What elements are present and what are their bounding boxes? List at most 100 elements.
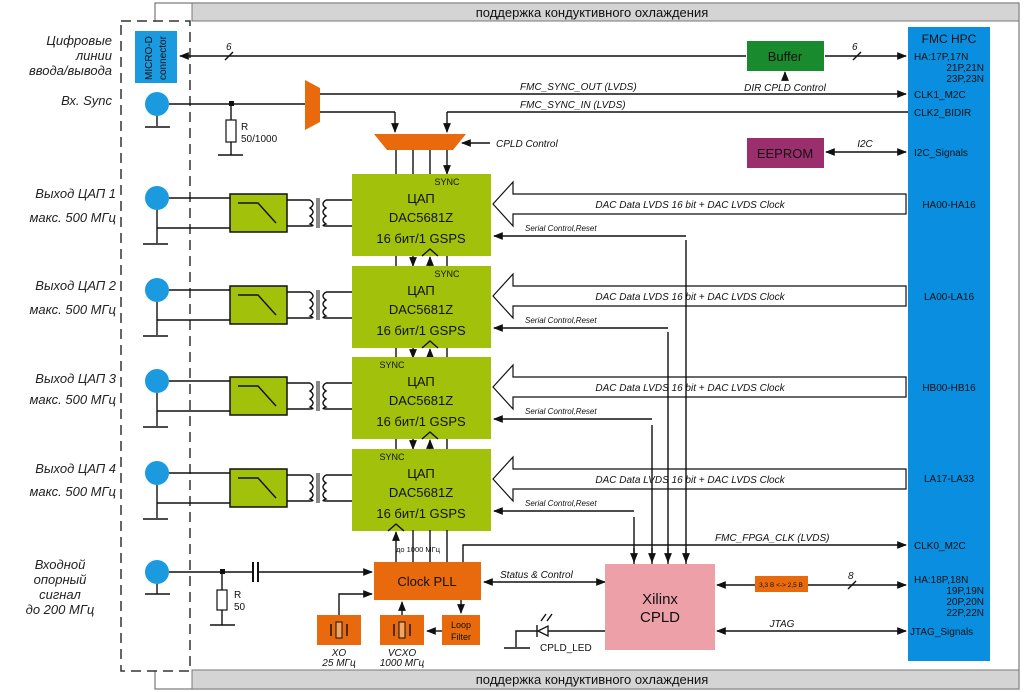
dac-part: DAC5681Z bbox=[389, 302, 453, 317]
jtag-label: JTAG bbox=[769, 619, 795, 630]
dac-data-label: DAC Data LVDS 16 bit + DAC LVDS Clock bbox=[595, 200, 785, 211]
svg-text:3,3 В <-> 2,5 В: 3,3 В <-> 2,5 В bbox=[759, 582, 803, 589]
svg-text:50/1000: 50/1000 bbox=[241, 134, 278, 145]
fmc-hpc-connector: FMC HPC HA:17P,17N 21P,21N 23P,23N CLK1_… bbox=[908, 27, 990, 661]
eeprom-block: EEPROM bbox=[747, 138, 824, 168]
svg-text:ввода/вывода: ввода/вывода bbox=[29, 63, 112, 78]
io-bus-width: 6 bbox=[226, 42, 232, 53]
dac-data-label: DAC Data LVDS 16 bit + DAC LVDS Clock bbox=[595, 475, 785, 486]
buffer-bus-width: 6 bbox=[852, 42, 858, 53]
svg-text:Цифровые: Цифровые bbox=[46, 33, 112, 48]
cooling-bar-bottom-text: поддержка кондуктивного охлаждения bbox=[476, 672, 709, 687]
sync-in-label: FMC_SYNC_IN (LVDS) bbox=[520, 100, 626, 111]
svg-text:JTAG_Signals: JTAG_Signals bbox=[910, 627, 973, 638]
svg-text:опорный: опорный bbox=[34, 572, 87, 587]
dac-spec: 16 бит/1 GSPS bbox=[376, 414, 466, 429]
svg-text:LA00-LA16: LA00-LA16 bbox=[924, 292, 974, 303]
mux-outputs bbox=[395, 150, 451, 175]
clock-input-icon bbox=[421, 248, 439, 257]
dac-sync-label: SYNC bbox=[434, 177, 460, 187]
dac-output-connector bbox=[143, 369, 169, 428]
junction bbox=[229, 101, 234, 106]
dac-title: ЦАП bbox=[407, 283, 435, 298]
svg-text:R: R bbox=[241, 122, 248, 133]
dac-data-bus-arrow: DAC Data LVDS 16 bit + DAC LVDS Clock bbox=[492, 272, 907, 320]
dac-output-labels: Выход ЦАП 1 макс. 500 МГц Выход ЦАП 2 ма… bbox=[30, 186, 117, 499]
dac-title: ЦАП bbox=[407, 466, 435, 481]
cpld-led: CPLD_LED bbox=[504, 613, 605, 654]
fpga-clk-line bbox=[462, 541, 907, 562]
dac-spec: 16 бит/1 GSPS bbox=[376, 506, 466, 521]
dac-sync-label: SYNC bbox=[379, 452, 405, 462]
sync-out-label: FMC_SYNC_OUT (LVDS) bbox=[520, 82, 637, 93]
dac-data-label: DAC Data LVDS 16 bit + DAC LVDS Clock bbox=[595, 383, 785, 394]
i2c-label: I2C bbox=[857, 139, 873, 150]
dac-data-label: DAC Data LVDS 16 bit + DAC LVDS Clock bbox=[595, 292, 785, 303]
svg-text:сигнал: сигнал bbox=[39, 587, 81, 602]
svg-text:CLK0_M2C: CLK0_M2C bbox=[914, 541, 966, 552]
xo-name: XO bbox=[331, 648, 347, 659]
svg-text:I2C_Signals: I2C_Signals bbox=[914, 148, 968, 159]
cooling-bar-top: поддержка кондуктивного охлаждения bbox=[191, 2, 1020, 22]
serial-control-label: Serial Control,Reset bbox=[525, 499, 597, 508]
svg-text:макс. 500 МГц: макс. 500 МГц bbox=[30, 302, 117, 317]
svg-text:Filter: Filter bbox=[451, 632, 471, 642]
dac-data-bus-arrow: DAC Data LVDS 16 bit + DAC LVDS Clock bbox=[492, 363, 907, 411]
serial-arrows-into-cpld bbox=[630, 548, 690, 563]
cpld-bus-width: 8 bbox=[848, 571, 854, 582]
xo-freq: 25 МГц bbox=[321, 658, 356, 669]
svg-text:макс. 500 МГц: макс. 500 МГц bbox=[30, 392, 117, 407]
dac-sync-label: SYNC bbox=[379, 360, 405, 370]
eeprom-label: EEPROM bbox=[757, 146, 813, 161]
svg-text:R: R bbox=[234, 590, 241, 601]
svg-text:до 200 МГц: до 200 МГц bbox=[26, 602, 95, 617]
sync-connector bbox=[145, 92, 170, 128]
svg-text:HA:17P,17N: HA:17P,17N bbox=[914, 52, 968, 63]
sync-splitter bbox=[305, 80, 320, 130]
clock-input-icon bbox=[421, 431, 439, 440]
junction bbox=[220, 569, 225, 574]
cpld-led-label: CPLD_LED bbox=[540, 643, 592, 654]
svg-text:HB00-HB16: HB00-HB16 bbox=[922, 383, 976, 394]
level-shifter: 3,3 В <-> 2,5 В bbox=[755, 576, 808, 592]
cpld-line2: CPLD bbox=[640, 609, 680, 626]
digital-io-label: Цифровые линии ввода/вывода bbox=[29, 33, 112, 78]
svg-text:22P,22N: 22P,22N bbox=[946, 608, 984, 619]
svg-text:макс. 500 МГц: макс. 500 МГц bbox=[30, 484, 117, 499]
fpga-clk-label: FMC_FPGA_CLK (LVDS) bbox=[715, 533, 829, 544]
transformer bbox=[308, 198, 328, 228]
dac-spec: 16 бит/1 GSPS bbox=[376, 323, 466, 338]
svg-text:Выход ЦАП 4: Выход ЦАП 4 bbox=[35, 461, 116, 476]
svg-text:19P,19N: 19P,19N bbox=[946, 586, 984, 597]
loop-filter-block: Loop Filter bbox=[426, 600, 480, 645]
buffer-block: Buffer bbox=[747, 41, 824, 71]
dac-part: DAC5681Z bbox=[389, 485, 453, 500]
svg-text:20P,20N: 20P,20N bbox=[946, 597, 984, 608]
lowpass-filter bbox=[229, 285, 288, 325]
micro-d-connector: MICRO-D connector bbox=[135, 31, 177, 83]
ref-capacitor bbox=[252, 562, 259, 582]
fmc-title: FMC HPC bbox=[922, 32, 977, 46]
svg-text:CLK2_BIDIR: CLK2_BIDIR bbox=[914, 108, 971, 119]
cooling-bar-top-text: поддержка кондуктивного охлаждения bbox=[476, 5, 709, 20]
vcxo-oscillator: VCXO 1000 МГц bbox=[380, 601, 425, 669]
sync-in-label: Вх. Sync bbox=[61, 93, 112, 108]
pll-outputs bbox=[392, 530, 448, 562]
svg-text:макс. 500 МГц: макс. 500 МГц bbox=[30, 210, 117, 225]
lowpass-filter bbox=[229, 468, 288, 508]
svg-text:Выход ЦАП 2: Выход ЦАП 2 bbox=[35, 278, 116, 293]
pll-label: Clock PLL bbox=[397, 574, 456, 589]
xo-oscillator: XO 25 МГц bbox=[317, 590, 373, 669]
bus-slash bbox=[847, 580, 857, 590]
svg-text:Выход ЦАП 3: Выход ЦАП 3 bbox=[35, 371, 116, 386]
status-control-label: Status & Control bbox=[500, 570, 574, 581]
sync-resistor: R 50/1000 bbox=[218, 104, 278, 156]
svg-text:CLK1_M2C: CLK1_M2C bbox=[914, 90, 966, 101]
dac-part: DAC5681Z bbox=[389, 210, 453, 225]
